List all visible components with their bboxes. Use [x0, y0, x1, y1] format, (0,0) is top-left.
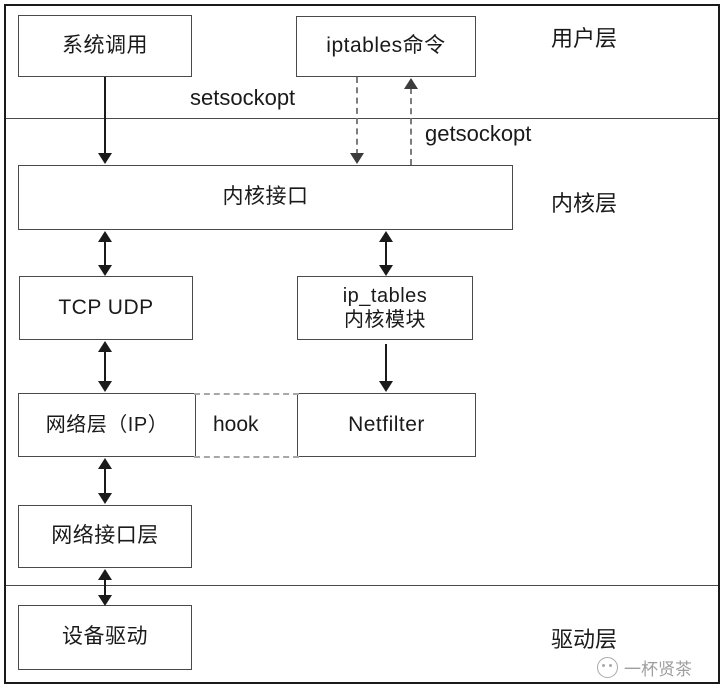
- node-device-driver[interactable]: 设备驱动: [18, 605, 192, 670]
- node-tcp-udp[interactable]: TCP UDP: [19, 276, 193, 340]
- label-getsockopt: getsockopt: [425, 121, 532, 146]
- arrow-getsockopt-line: [410, 88, 412, 165]
- hook-label: hook: [213, 413, 259, 436]
- arrow-tcpudp-netlayer-head-up: [98, 341, 112, 352]
- node-ip-tables-module[interactable]: ip_tables 内核模块: [297, 276, 473, 340]
- arrow-kernel-iptables-line: [385, 234, 387, 272]
- diagram-outer-frame: [4, 4, 720, 684]
- node-kernel-interface[interactable]: 内核接口: [18, 165, 513, 230]
- arrow-setsockopt-head: [350, 153, 364, 164]
- arrow-iptables-netfilter-head: [379, 381, 393, 392]
- watermark: 一杯贤茶: [597, 655, 692, 680]
- arrow-tcpudp-netlayer-line: [104, 344, 106, 386]
- arrow-netiface-driver-head-down: [98, 595, 112, 606]
- node-syscall[interactable]: 系统调用: [18, 15, 192, 77]
- label-setsockopt: setsockopt: [190, 85, 296, 110]
- arrow-syscall-to-kernel-head: [98, 153, 112, 164]
- arrow-tcpudp-netlayer-head-down: [98, 381, 112, 392]
- separator-user-kernel: [6, 118, 718, 119]
- node-iptables-command[interactable]: iptables命令: [296, 16, 476, 77]
- node-network-interface-layer[interactable]: 网络接口层: [18, 505, 192, 568]
- node-ip-tables-line1: ip_tables: [342, 284, 428, 307]
- arrow-netlayer-netiface-head-down: [98, 493, 112, 504]
- cat-face-icon: [597, 657, 618, 678]
- watermark-text: 一杯贤茶: [624, 660, 692, 679]
- layer-label-driver: 驱动层: [551, 627, 618, 652]
- arrow-syscall-to-kernel-line: [104, 77, 106, 155]
- arrow-setsockopt-line: [356, 77, 358, 155]
- arrow-kernel-iptables-head-down: [379, 265, 393, 276]
- node-netfilter[interactable]: Netfilter: [297, 393, 476, 457]
- arrow-iptables-netfilter-line: [385, 344, 387, 384]
- arrow-kernel-iptables-head-up: [379, 231, 393, 242]
- node-network-layer-ip[interactable]: 网络层（IP）: [18, 393, 196, 457]
- layer-label-user: 用户层: [551, 26, 618, 51]
- arrow-netiface-driver-line: [104, 572, 106, 602]
- hook-connector-top: [194, 393, 299, 395]
- arrow-kernel-tcpudp-head-down: [98, 265, 112, 276]
- arrow-getsockopt-head: [404, 78, 418, 89]
- hook-connector-bottom: [194, 456, 299, 458]
- separator-kernel-driver: [6, 585, 718, 586]
- arrow-netiface-driver-head-up: [98, 569, 112, 580]
- arrow-kernel-tcpudp-line: [104, 234, 106, 272]
- layer-label-kernel: 内核层: [551, 191, 618, 216]
- arrow-netlayer-netiface-line: [104, 460, 106, 500]
- arrow-netlayer-netiface-head-up: [98, 458, 112, 469]
- arrow-kernel-tcpudp-head-up: [98, 231, 112, 242]
- node-ip-tables-line2: 内核模块: [344, 309, 426, 331]
